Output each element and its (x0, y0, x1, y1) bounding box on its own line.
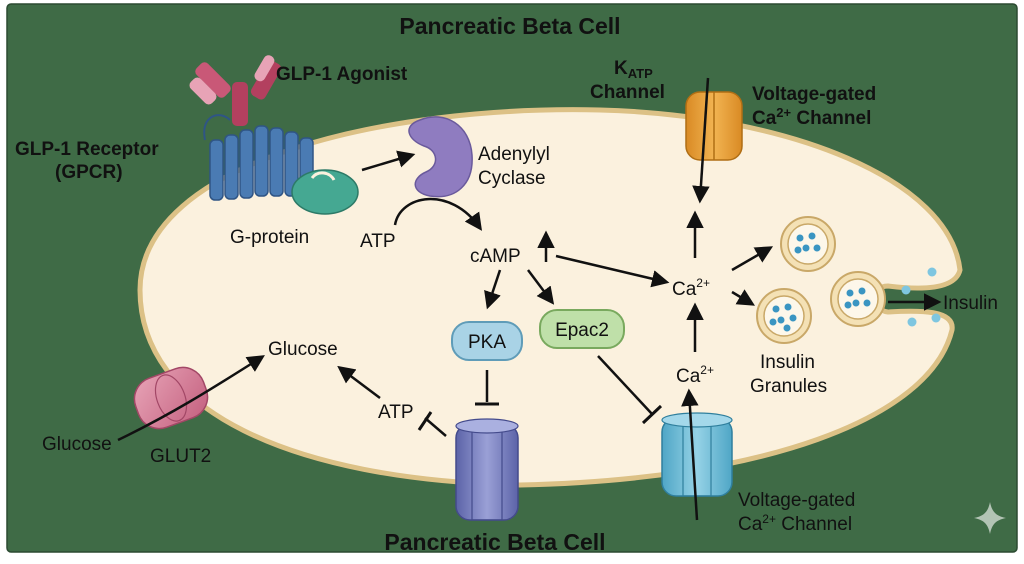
inhibit-epac2-bar (641, 404, 663, 425)
katp-channel-bottom (455, 418, 519, 521)
arrow-ca-to-granule-lower (731, 289, 756, 306)
ca-mid-label: Ca2+ (672, 276, 710, 300)
adenylyl-label-line1: Adenylyl (478, 144, 550, 165)
katp-label: KATP (614, 58, 653, 81)
arrow-atp-to-camp (393, 197, 483, 231)
glucose-inside-label: Glucose (268, 339, 338, 360)
arrow-gprotein-to-ac (361, 150, 416, 172)
camp-label: cAMP (470, 246, 521, 267)
insulin-granules-label-line1: Insulin (760, 352, 815, 373)
atp-top-label: ATP (360, 231, 396, 252)
vgcc-top-label-line2: Ca2+ Channel (752, 105, 871, 129)
vgcc-bottom-label-line2: Ca2+ Channel (738, 512, 852, 535)
arrow-atp-to-glucose (337, 365, 381, 399)
arrow-through-vgcc-bottom (681, 388, 699, 521)
glp1-agonist-molecule (189, 55, 282, 126)
glp1-receptor-label-line2: (GPCR) (55, 162, 123, 183)
g-protein-shape (291, 169, 359, 215)
epac2-label: Epac2 (555, 320, 609, 341)
vgcc-bottom-label-line1: Voltage-gated (738, 490, 855, 511)
glp1-agonist-label: GLP-1 Agonist (276, 64, 408, 85)
ca-low-label: Ca2+ (676, 363, 714, 387)
glucose-outside-label: Glucose (42, 434, 112, 455)
arrow-glucose-through-glut2 (117, 355, 265, 442)
arrow-camp-to-ca (555, 254, 670, 288)
insulin-granules-label-line2: Granules (750, 376, 827, 397)
g-protein-label: G-protein (230, 227, 309, 248)
vgcc-top-label-line1: Voltage-gated (752, 84, 876, 105)
insulin-granule-upper (780, 216, 836, 272)
insulin-particle (931, 313, 941, 323)
g-protein-notch (310, 171, 336, 181)
inhibit-epac2-line (597, 355, 653, 415)
inhibit-atp-bar (417, 411, 433, 431)
arrow-camp-to-pka (484, 269, 502, 310)
vgcc-bottom-channel (661, 412, 733, 497)
katp-channel (685, 91, 743, 161)
receptor-loop (203, 114, 231, 141)
arrow-camp-to-epac2 (527, 269, 555, 305)
inhibit-atp-line (424, 417, 447, 437)
arrow-ca-to-granule-upper (731, 246, 774, 272)
insulin-particle (927, 267, 937, 277)
atp-left-label: ATP (378, 402, 414, 423)
sparkle-icon (974, 502, 1006, 534)
title-top: Pancreatic Beta Cell (399, 13, 620, 39)
epac2-node (539, 309, 625, 349)
title-bottom: Pancreatic Beta Cell (384, 529, 605, 555)
glp1-receptor-label-line1: GLP-1 Receptor (15, 139, 159, 160)
insulin-particle (901, 285, 911, 295)
insulin-granule-fusing (830, 271, 886, 327)
insulin-particle (907, 317, 917, 327)
pka-label: PKA (468, 332, 506, 353)
glut2-label: GLUT2 (150, 446, 211, 467)
adenylyl-cyclase-shape (408, 116, 473, 198)
glut2-transporter (133, 366, 209, 430)
adenylyl-label-line2: Cyclase (478, 168, 546, 189)
katp-channel-label: Channel (590, 82, 665, 103)
insulin-label: Insulin (943, 293, 998, 314)
insulin-granule-lower (756, 288, 812, 344)
pka-node (451, 321, 523, 361)
arrow-through-katp (692, 77, 710, 204)
